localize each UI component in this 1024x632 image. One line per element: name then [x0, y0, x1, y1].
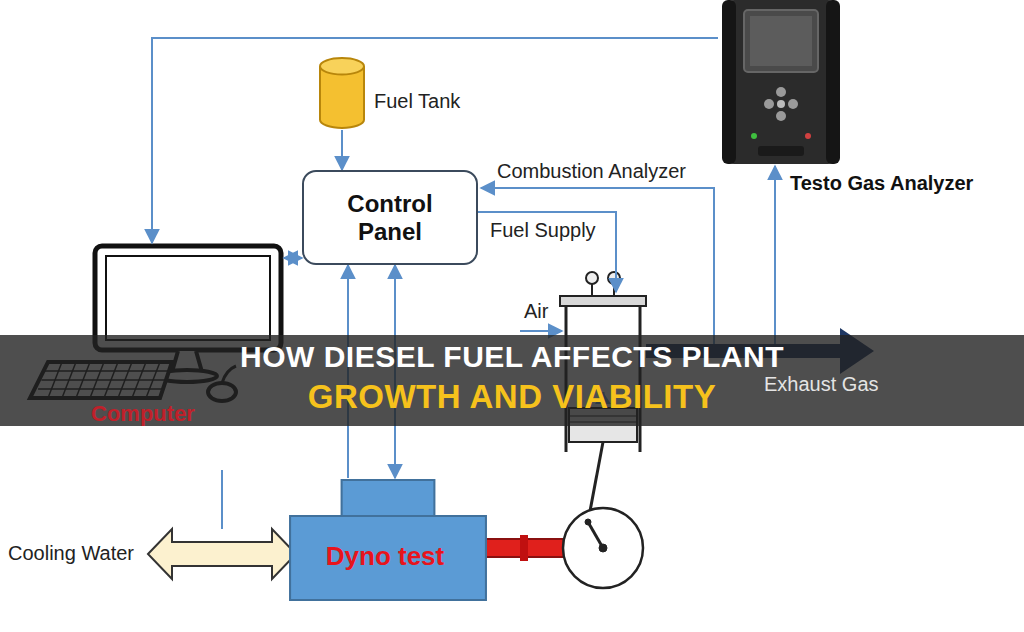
- connector: [284, 257, 302, 259]
- line-label: Fuel Supply: [490, 219, 596, 242]
- line-label: Air: [524, 300, 548, 323]
- control-panel-box: Control Panel: [302, 170, 478, 265]
- computer-label: Computer: [38, 401, 248, 426]
- gas-analyzer-device: [718, 0, 1018, 202]
- air-arrow: [520, 330, 562, 332]
- engine-illustration: [560, 272, 646, 588]
- shaft-coupling: [520, 535, 528, 561]
- computer: Computer: [38, 243, 284, 433]
- dyno-shape: [288, 478, 488, 602]
- cooling-line: [221, 470, 223, 529]
- line-label: Combustion Analyzer: [497, 160, 686, 183]
- combustion-line: [481, 188, 714, 344]
- dyno-box: Dyno test: [288, 478, 488, 602]
- line-label: Exhaust Gas: [764, 373, 879, 396]
- fuel-tank: Fuel Tank: [318, 56, 493, 130]
- cooling-water-arrow: [148, 529, 296, 579]
- connector: [341, 130, 343, 170]
- analyzer-label: Testo Gas Analyzer: [790, 172, 973, 195]
- dyno-label: Dyno test: [288, 542, 482, 572]
- line-label: Cooling Water: [8, 542, 134, 565]
- panel-label: Control Panel: [322, 190, 458, 245]
- band-overlay: [0, 335, 1024, 426]
- page-title: HOW DIESEL FUEL AFFECTS PLANT: [0, 340, 1024, 375]
- fuel-supply-line: [478, 212, 616, 292]
- gas-analyzer: Testo Gas Analyzer: [718, 0, 1018, 202]
- title-line: GROWTH AND VIABILITY: [0, 378, 1024, 416]
- sample-line: [774, 166, 776, 344]
- tank-label: Fuel Tank: [374, 90, 460, 113]
